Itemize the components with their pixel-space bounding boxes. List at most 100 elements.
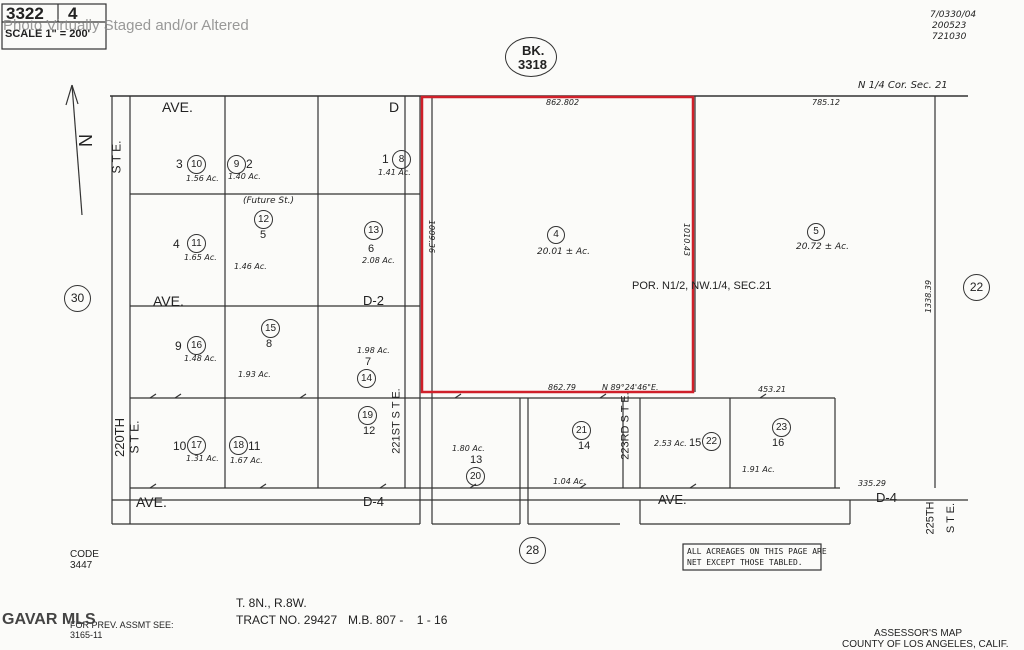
acres-parcel-16: 1.48 Ac. (184, 354, 217, 363)
lot-11: 11 (248, 439, 261, 453)
sheet-number: 4 (68, 4, 78, 23)
prev-assmt-value: 3165-11 (70, 630, 103, 640)
parcel-17-circle: 17 (187, 436, 206, 455)
parcel-11-circle: 11 (187, 234, 206, 253)
street-d2: D-2 (363, 293, 384, 308)
parcel-12-circle: 12 (254, 210, 273, 229)
stamp-line-3: 721030 (932, 32, 967, 42)
lot-9: 9 (175, 339, 182, 353)
note-box-line-2: NET EXCEPT THOSE TABLED. (687, 558, 803, 567)
adjacent-page-28: 28 (519, 537, 546, 564)
acres-parcel-14: 1.98 Ac. (357, 346, 390, 355)
acres-parcel-10: 1.56 Ac. (186, 174, 219, 183)
map-scale: SCALE 1" = 200' (5, 28, 91, 40)
dim-top-parcel-5: 785.12 (812, 98, 840, 107)
acres-parcel-21: 1.04 Ac. (553, 477, 586, 486)
acres-parcel-9: 1.40 Ac. (228, 172, 261, 181)
lot-10: 10 (173, 439, 187, 453)
assessor-county: COUNTY OF LOS ANGELES, CALIF. (842, 639, 1009, 650)
acres-parcel-17: 1.31 Ac. (186, 454, 219, 463)
lot-2: 2 (246, 157, 253, 171)
street-223rd: 223RD S T E. (619, 392, 632, 460)
acres-parcel-8: 1.41 Ac. (378, 168, 411, 177)
acres-parcel-4: 20.01 ± Ac. (537, 247, 590, 257)
lot-7: 7 (365, 356, 372, 368)
book-page-number: 3322 (6, 4, 44, 23)
lot-16: 16 (772, 437, 785, 449)
scale-box (1, 3, 107, 50)
tract-number: TRACT NO. 29427 (236, 613, 338, 627)
lot-15: 15 (689, 437, 702, 449)
dim-bottom-right-2: 335.29 (858, 479, 886, 488)
street-d-top: D (389, 99, 400, 115)
street-ave-bottom-right: AVE. (658, 492, 687, 507)
quarter-corner-note: N 1/4 Cor. Sec. 21 (858, 80, 948, 91)
lot-5: 5 (260, 229, 267, 241)
dim-bottom-parcel-4: 862.79 (548, 383, 576, 392)
assessor-map-title: ASSESSOR'S MAP (874, 628, 963, 639)
parcel-8-circle: 8 (392, 150, 411, 169)
note-box-line-1: ALL ACREAGES ON THIS PAGE ARE (687, 547, 827, 556)
street-ave-top: AVE. (162, 99, 193, 115)
street-220th-ste: S T E. (127, 420, 142, 454)
virtual-staging-watermark: Photo Virtually Staged and/or Altered (3, 17, 249, 34)
north-arrow-label: N (75, 134, 95, 147)
section-label: POR. N1/2, NW.1/4, SEC.21 (632, 280, 772, 292)
acres-parcel-12: 1.46 Ac. (234, 262, 267, 271)
parcel-19-circle: 19 (358, 406, 377, 425)
parcel-20-circle: 20 (466, 467, 485, 486)
dim-bearing: N 89°24'46"E. (602, 383, 659, 392)
parcel-13-circle: 13 (364, 221, 383, 240)
township-range: T. 8N., R.8W. (236, 596, 307, 610)
lot-8: 8 (266, 338, 273, 350)
lot-4: 4 (173, 237, 180, 251)
acres-parcel-13: 2.08 Ac. (362, 256, 395, 265)
map-book-ref: M.B. 807 - 1 - 16 (348, 613, 448, 627)
dim-left-parcel-4: 1009.36 (427, 219, 437, 254)
dim-right-parcel-5: 1338.39 (924, 279, 934, 314)
lot-13: 13 (470, 454, 483, 466)
lot-14: 14 (578, 440, 591, 452)
code-label: CODE (70, 549, 99, 560)
book-circle (505, 37, 557, 77)
acres-parcel-20: 1.80 Ac. (452, 444, 485, 453)
parcel-5-circle: 5 (807, 223, 825, 241)
street-ave-bottom-left: AVE. (136, 494, 167, 510)
parcel-4-circle: 4 (547, 226, 565, 244)
lot-3: 3 (176, 157, 183, 171)
street-221st: 221ST S T E. (390, 388, 403, 454)
acres-parcel-11: 1.65 Ac. (184, 253, 217, 262)
parcel-14-circle: 14 (357, 369, 376, 388)
parcel-16-circle: 16 (187, 336, 206, 355)
street-d4-left: D-4 (363, 494, 384, 509)
acres-parcel-15: 1.93 Ac. (238, 370, 271, 379)
lot-12: 12 (363, 425, 376, 437)
subject-parcel-highlight (420, 95, 695, 394)
dim-top-parcel-4: 862.802 (546, 98, 580, 107)
mls-logo: GAVAR MLS (2, 611, 96, 628)
acres-parcel-22: 2.53 Ac. (654, 439, 687, 448)
adjacent-page-22: 22 (963, 274, 990, 301)
street-220th: 220TH (112, 417, 128, 458)
parcel-18-circle: 18 (229, 436, 248, 455)
code-value: 3447 (70, 560, 93, 571)
note-box-frame (682, 543, 822, 571)
lot-6: 6 (368, 243, 375, 255)
parcel-9-circle: 9 (227, 155, 246, 174)
parcel-10-circle: 10 (187, 155, 206, 174)
adjacent-page-30: 30 (64, 285, 91, 312)
prev-assmt-label: FOR PREV. ASSMT SEE: (70, 620, 174, 630)
street-ave-mid: AVE. (153, 293, 184, 309)
future-street-label: (Future St.) (243, 196, 294, 206)
street-ste-left: S T E. (109, 140, 124, 174)
stamp-line-2: 200523 (932, 21, 967, 31)
street-225th: 225TH (924, 501, 937, 535)
parcel-15-circle: 15 (261, 319, 280, 338)
acres-parcel-18: 1.67 Ac. (230, 456, 263, 465)
acres-parcel-5: 20.72 ± Ac. (796, 242, 849, 252)
parcel-21-circle: 21 (572, 421, 591, 440)
parcel-23-circle: 23 (772, 418, 791, 437)
street-d4-right: D-4 (876, 490, 897, 505)
dim-right-parcel-4: 1010.43 (682, 222, 692, 257)
